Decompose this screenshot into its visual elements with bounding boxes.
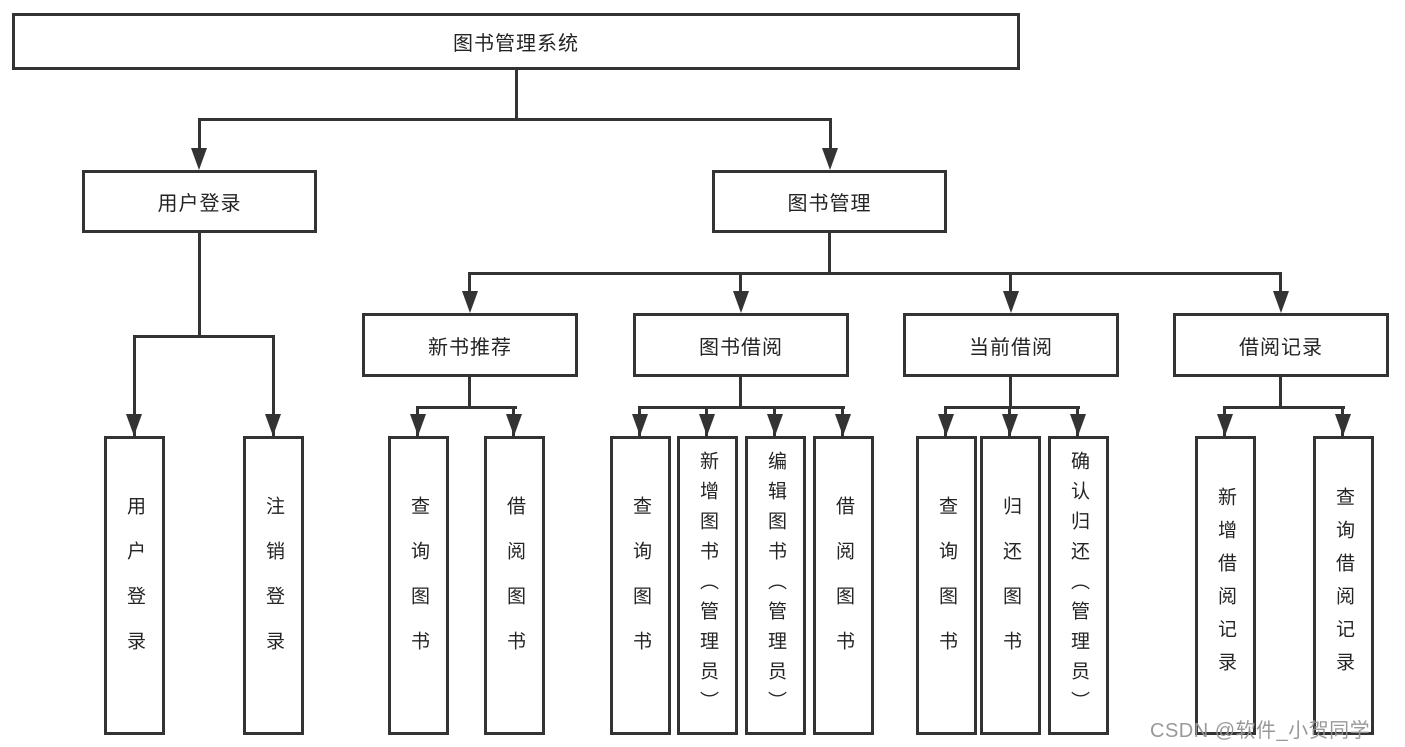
node-user-login-label: 用户登录: [157, 193, 242, 215]
leaf-label: 借阅图书: [504, 495, 525, 676]
leaf-newbook-borrow-book: 借阅图书: [484, 436, 545, 735]
connector-arrowhead: [632, 414, 648, 436]
connector-line: [828, 233, 831, 272]
leaf-newbook-query-book: 查询图书: [388, 436, 449, 735]
connector-arrowhead: [191, 148, 207, 170]
leaf-borrow-edit-book-admin: 编辑图书（管理员）: [745, 436, 806, 735]
connector-arrowhead: [410, 414, 426, 436]
connector-arrowhead: [265, 414, 281, 436]
connector-line: [468, 377, 471, 406]
connector-line: [829, 118, 832, 150]
leaf-current-query-book: 查询图书: [916, 436, 977, 735]
connector-line: [198, 118, 201, 150]
connector-line: [739, 377, 742, 406]
node-book-borrow: 图书借阅: [633, 313, 849, 377]
connector-line: [739, 272, 742, 294]
node-book-management: 图书管理: [712, 170, 947, 233]
leaf-label: 新增图书（管理员）: [697, 450, 718, 721]
node-borrow-records-label: 借阅记录: [1239, 336, 1323, 359]
connector-line: [468, 272, 471, 294]
connector-line: [133, 335, 275, 338]
connector-line: [133, 335, 136, 436]
connector-arrowhead: [1070, 414, 1086, 436]
connector-line: [468, 272, 1282, 275]
leaf-current-confirm-return-admin: 确认归还（管理员）: [1048, 436, 1109, 735]
connector-arrowhead: [938, 414, 954, 436]
leaf-borrow-add-book-admin: 新增图书（管理员）: [677, 436, 738, 735]
connector-line: [1279, 272, 1282, 294]
node-user-login: 用户登录: [82, 170, 317, 233]
leaf-label: 查询图书: [630, 495, 651, 676]
leaf-borrow-borrow-book: 借阅图书: [813, 436, 874, 735]
leaf-label: 用户登录: [124, 495, 145, 676]
leaf-label: 确认归还（管理员）: [1068, 450, 1089, 721]
connector-line: [1009, 272, 1012, 294]
node-current-borrow: 当前借阅: [903, 313, 1119, 377]
leaf-current-return-book: 归还图书: [980, 436, 1041, 735]
connector-arrowhead: [1002, 414, 1018, 436]
leaf-label: 借阅图书: [833, 495, 854, 676]
leaf-record-query-borrow-record: 查询借阅记录: [1313, 436, 1374, 735]
leaf-label: 查询图书: [936, 495, 957, 676]
leaf-label: 注销登录: [263, 495, 284, 676]
node-root: 图书管理系统: [12, 13, 1020, 70]
connector-arrowhead: [1217, 414, 1233, 436]
leaf-label: 编辑图书（管理员）: [765, 450, 786, 721]
connector-arrowhead: [126, 414, 142, 436]
connector-line: [1279, 377, 1282, 406]
connector-arrowhead: [1273, 291, 1289, 313]
connector-arrowhead: [1003, 291, 1019, 313]
connector-arrowhead: [835, 414, 851, 436]
connector-arrowhead: [699, 414, 715, 436]
connector-line: [198, 118, 832, 121]
connector-arrowhead: [462, 291, 478, 313]
node-new-book-recommend: 新书推荐: [362, 313, 578, 377]
leaf-user-login: 用户登录: [104, 436, 165, 735]
connector-arrowhead: [822, 148, 838, 170]
connector-arrowhead: [733, 291, 749, 313]
connector-line: [272, 335, 275, 436]
connector-line: [416, 406, 517, 409]
leaf-borrow-query-book: 查询图书: [610, 436, 671, 735]
watermark: CSDN @软件_小贺同学: [1150, 720, 1371, 742]
node-new-book-recommend-label: 新书推荐: [428, 336, 512, 359]
connector-line: [1223, 406, 1345, 409]
leaf-label: 查询借阅记录: [1333, 486, 1354, 685]
leaf-label: 归还图书: [1000, 495, 1021, 676]
connector-line: [638, 406, 845, 409]
connector-line: [1009, 377, 1012, 406]
node-borrow-records: 借阅记录: [1173, 313, 1389, 377]
leaf-record-add-borrow-record: 新增借阅记录: [1195, 436, 1256, 735]
connector-line: [944, 406, 1080, 409]
node-book-management-label: 图书管理: [787, 193, 872, 215]
node-root-label: 图书管理系统: [453, 33, 579, 55]
leaf-label: 查询图书: [408, 495, 429, 676]
connector-line: [515, 70, 518, 118]
connector-line: [198, 233, 201, 335]
node-book-borrow-label: 图书借阅: [699, 336, 783, 359]
connector-arrowhead: [767, 414, 783, 436]
leaf-label: 新增借阅记录: [1215, 486, 1236, 685]
connector-arrowhead: [1335, 414, 1351, 436]
leaf-logout: 注销登录: [243, 436, 304, 735]
connector-arrowhead: [506, 414, 522, 436]
node-current-borrow-label: 当前借阅: [969, 336, 1053, 359]
